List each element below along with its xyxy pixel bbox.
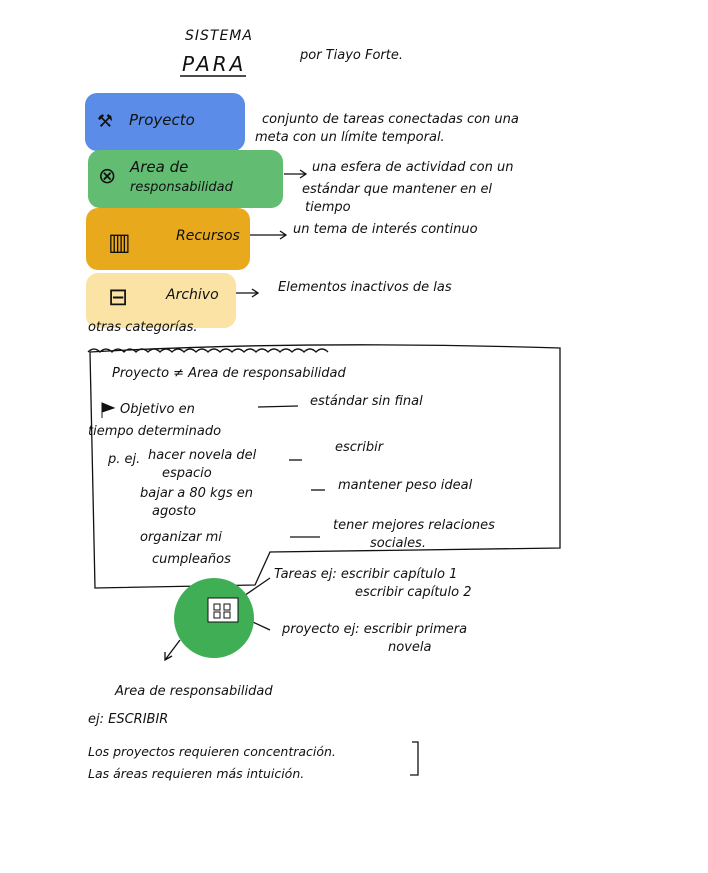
area-def: estándar que mantener en el	[302, 182, 493, 197]
title-line2: PARA	[182, 52, 247, 76]
archive-box-icon: ⊟	[108, 283, 129, 311]
proyecto-label: Proyecto	[129, 111, 195, 129]
arrow-icon	[235, 288, 260, 298]
example-left: espacio	[162, 466, 212, 481]
comparison-title: Proyecto ≠ Area de responsabilidad	[112, 366, 346, 381]
flag-icon	[101, 402, 116, 418]
proyecto-def: meta con un límite temporal.	[255, 130, 445, 145]
archivo-card: ⊟ Archivo	[86, 273, 236, 328]
example-right: mantener peso ideal	[338, 478, 473, 493]
example-right: tener mejores relaciones	[333, 518, 495, 533]
area-caption: Area de responsabilidad	[115, 684, 273, 699]
tareas-label: Tareas ej: escribir capítulo 1	[274, 567, 458, 582]
example-right: sociales.	[370, 536, 426, 551]
right-head: estándar sin final	[310, 394, 423, 409]
recursos-card: ▥ Recursos	[86, 208, 250, 270]
title-line1: SISTEMA	[185, 28, 253, 44]
arrow-icon	[164, 639, 181, 662]
recursos-label: Recursos	[176, 228, 240, 244]
example-left: cumpleaños	[152, 552, 231, 567]
project-square	[207, 597, 239, 623]
books-icon: ▥	[108, 228, 131, 256]
area-label-1: Area de	[130, 158, 189, 176]
examples-prefix: p. ej.	[108, 452, 141, 467]
tareas-label: escribir capítulo 2	[355, 585, 472, 600]
area-example: ej: ESCRIBIR	[88, 712, 169, 727]
example-left: agosto	[152, 504, 196, 519]
area-def: una esfera de actividad con un	[312, 160, 514, 175]
recursos-def: un tema de interés continuo	[293, 222, 478, 237]
proyecto-example: novela	[388, 640, 432, 655]
wavy-line	[87, 348, 329, 353]
arrow-icon	[246, 230, 288, 240]
compass-icon: ⊗	[98, 164, 117, 189]
area-def: tiempo	[305, 200, 351, 215]
archivo-def: Elementos inactivos de las	[278, 280, 452, 295]
proyecto-example: proyecto ej: escribir primera	[282, 622, 468, 637]
archivo-def: otras categorías.	[88, 320, 198, 335]
footer-line: Los proyectos requieren concentración.	[88, 744, 336, 759]
left-head: tiempo determinado	[88, 424, 222, 439]
bracket	[410, 741, 419, 776]
arrow-icon	[284, 169, 308, 179]
left-head: Objetivo en	[120, 402, 195, 417]
proyecto-card: ⚒ Proyecto	[85, 93, 245, 151]
archivo-label: Archivo	[166, 287, 219, 303]
author: por Tiayo Forte.	[300, 48, 403, 63]
example-left: hacer novela del	[148, 448, 257, 463]
area-label-2: responsabilidad	[130, 180, 233, 195]
hammer-icon: ⚒	[97, 111, 114, 132]
proyecto-def: conjunto de tareas conectadas con una	[262, 112, 519, 127]
example-left: bajar a 80 kgs en	[140, 486, 253, 501]
example-right: escribir	[335, 440, 384, 455]
example-left: organizar mi	[140, 530, 222, 545]
footer-line: Las áreas requieren más intuición.	[88, 766, 305, 781]
area-card: ⊗ Area de responsabilidad	[88, 150, 283, 208]
comparison-box	[89, 344, 561, 589]
